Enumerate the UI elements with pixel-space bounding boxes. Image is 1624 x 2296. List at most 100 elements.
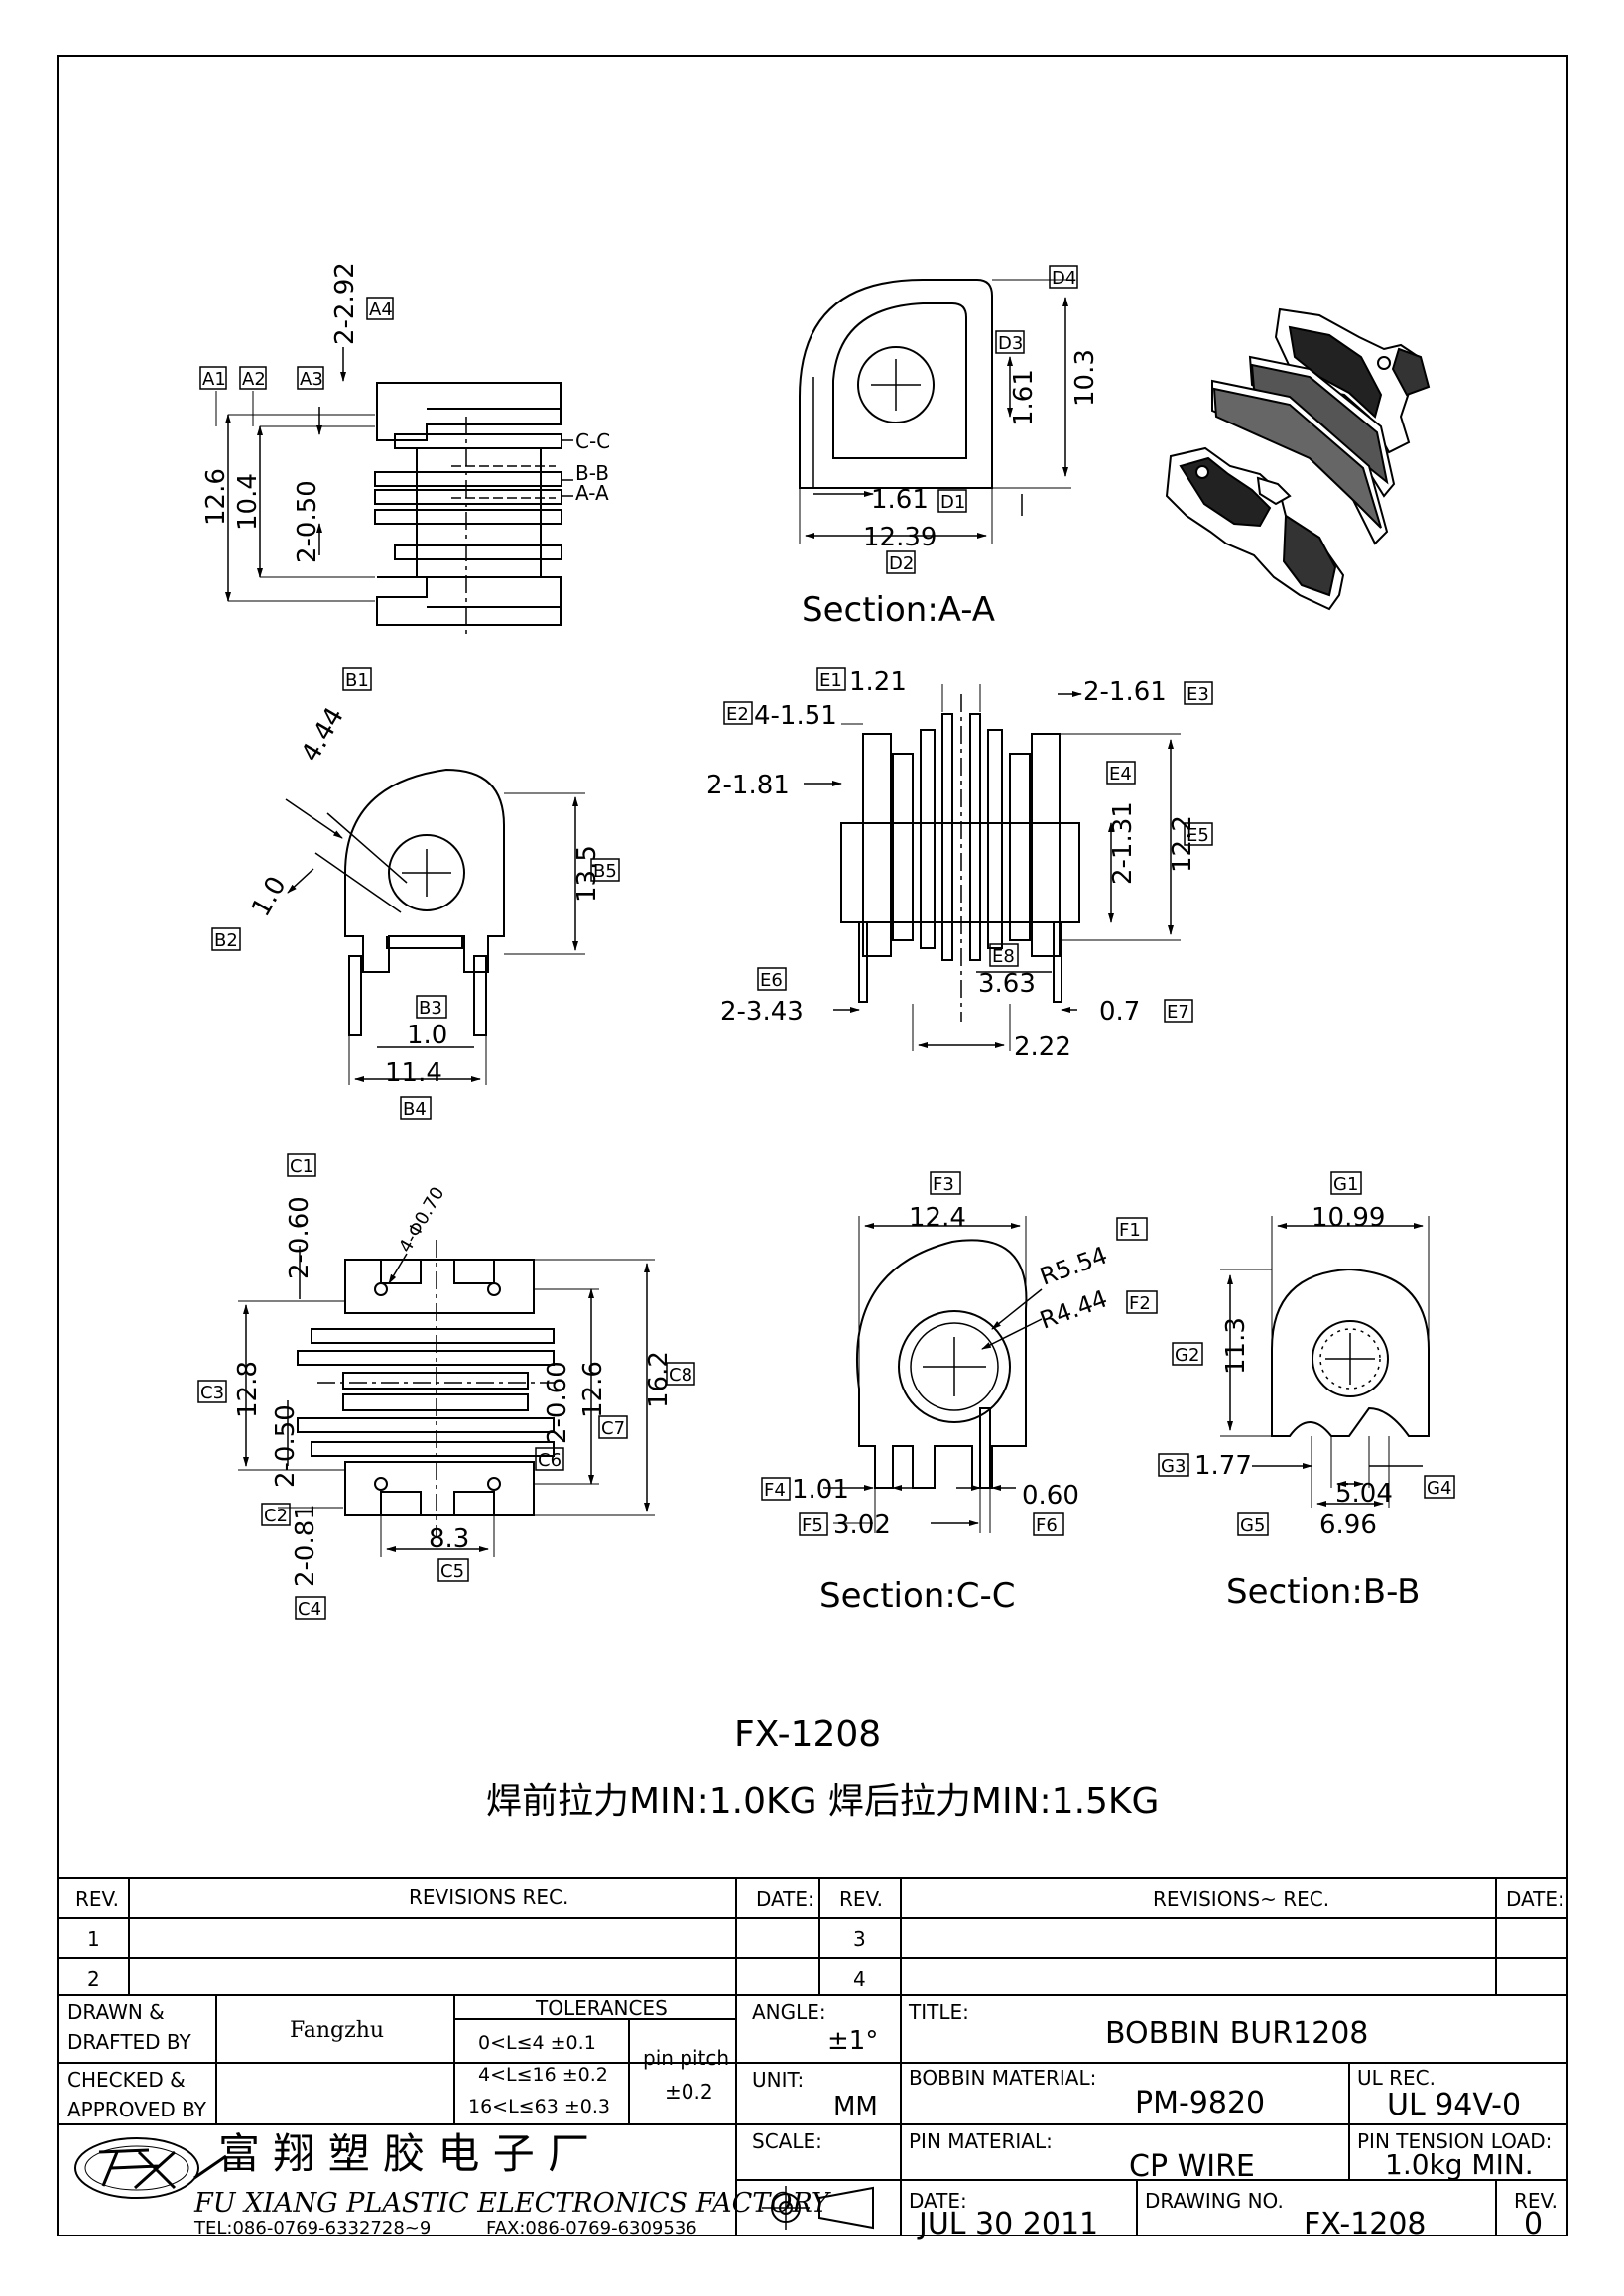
dim-b4: 11.4 xyxy=(385,1058,442,1088)
pin-tension-value: 1.0kg MIN. xyxy=(1385,2148,1534,2181)
label-C2: C2 xyxy=(264,1506,288,1526)
tol-row-1: 0<L≤4 ±0.1 xyxy=(478,2032,596,2054)
dim-e4: 2-1.31 xyxy=(1108,801,1138,885)
drawn-by: Fangzhu xyxy=(290,2018,384,2043)
dim-e6: 2-3.43 xyxy=(720,997,804,1027)
company-fax: FAX:086-0769-6309536 xyxy=(486,2218,697,2238)
label-D3: D3 xyxy=(998,333,1023,354)
dim-f4: 1.01 xyxy=(792,1475,849,1505)
dim-d4: 10.3 xyxy=(1070,349,1100,407)
dim-f2: R4.44 xyxy=(1036,1284,1110,1334)
label-B4: B4 xyxy=(403,1099,427,1120)
rev-row-1: 1 xyxy=(87,1927,100,1951)
section-aa-view xyxy=(799,279,1071,544)
date-label: DATE: xyxy=(909,2189,967,2213)
tolerances-label: TOLERANCES xyxy=(535,1996,668,2020)
company-name-en: FU XIANG PLASTIC ELECTRONICS FACTORY xyxy=(193,2188,831,2219)
title-value: BOBBIN BUR1208 xyxy=(1105,2016,1368,2051)
tol-row-2: 4<L≤16 ±0.2 xyxy=(478,2064,608,2086)
label-D2: D2 xyxy=(889,553,914,574)
rev-label: REV. xyxy=(1514,2189,1558,2213)
dim-b5: 13.5 xyxy=(572,845,602,903)
angle-value: ±1° xyxy=(827,2026,878,2056)
tol-row-3: 16<L≤63 ±0.3 xyxy=(468,2096,610,2117)
pin-pitch-value: ±0.2 xyxy=(665,2080,713,2104)
revisions-header: REVISIONS REC. xyxy=(409,1885,568,1909)
dim-e2b: 2-1.81 xyxy=(706,771,790,800)
section-mark-aa: A-A xyxy=(575,481,609,505)
dim-c8: 16.2 xyxy=(644,1351,674,1408)
pull-spec: 焊前拉力MIN:1.0KG 焊后拉力MIN:1.5KG xyxy=(486,1781,1159,1822)
drawn-label-1: DRAWN & xyxy=(67,2000,165,2024)
dim-hole: 4-Φ0.70 xyxy=(395,1183,448,1256)
rev-row-2: 2 xyxy=(87,1967,100,1991)
dim-b3: 1.0 xyxy=(407,1021,447,1050)
label-C1: C1 xyxy=(290,1156,313,1177)
dim-f6: 0.60 xyxy=(1022,1481,1079,1511)
label-G3: G3 xyxy=(1161,1456,1186,1477)
section-bb-view xyxy=(1220,1216,1430,1508)
dim-c5: 8.3 xyxy=(429,1524,469,1554)
dim-c2a: 2-0.50 xyxy=(271,1404,301,1488)
dim-c1: 2-0.60 xyxy=(285,1196,314,1279)
front-view-labels: A1 A2 A3 A4 2-2.92 12.6 10.4 2-0.50 C-C … xyxy=(199,262,610,563)
date-header: DATE: xyxy=(756,1887,814,1911)
pin-tension-label: PIN TENSION LOAD: xyxy=(1357,2129,1552,2153)
label-B1: B1 xyxy=(345,670,369,691)
date-header-2: DATE: xyxy=(1506,1887,1564,1911)
side-b-view xyxy=(285,768,585,1085)
dim-a3: 2-0.50 xyxy=(293,480,322,563)
dim-c7: 12.6 xyxy=(578,1361,608,1418)
label-F5: F5 xyxy=(802,1515,823,1536)
rev-value: 0 xyxy=(1524,2207,1543,2241)
label-A3: A3 xyxy=(300,369,323,390)
caption-section-cc: Section:C-C xyxy=(819,1576,1016,1616)
dim-d2: 12.39 xyxy=(863,523,937,552)
title-block-text: REV. REVISIONS REC. DATE: REV. REVISIONS… xyxy=(67,1885,1564,2241)
bottom-c-labels: C1 2-0.60 4-Φ0.70 C3 12.8 2-0.60 12.6 C7… xyxy=(197,1153,695,1620)
label-E2: E2 xyxy=(726,704,749,725)
dim-g5: 6.96 xyxy=(1319,1511,1377,1540)
dim-f5: 3.02 xyxy=(833,1511,891,1540)
drawing-no-value: FX-1208 xyxy=(1304,2207,1427,2241)
dim-e1: 1.21 xyxy=(849,667,907,697)
caption-section-aa: Section:A-A xyxy=(802,590,995,630)
dim-e5: 12.2 xyxy=(1168,815,1197,873)
dim-g2: 11.3 xyxy=(1221,1317,1251,1375)
side-b-labels: B1 4.44 1.0 B2 13.5 B5 B3 1.0 11.4 B4 xyxy=(211,667,620,1120)
isometric-view xyxy=(1165,307,1431,611)
label-B5: B5 xyxy=(593,861,617,882)
label-F3: F3 xyxy=(933,1174,954,1195)
label-F2: F2 xyxy=(1129,1293,1151,1314)
label-B3: B3 xyxy=(419,998,442,1019)
dim-c3: 12.8 xyxy=(233,1361,263,1418)
label-E3: E3 xyxy=(1187,684,1209,705)
dim-f3: 12.4 xyxy=(909,1203,966,1233)
checked-label-1: CHECKED & xyxy=(67,2068,186,2092)
checked-label-2: APPROVED BY xyxy=(67,2098,207,2121)
dim-g4: 5.04 xyxy=(1335,1479,1393,1509)
dim-g3: 1.77 xyxy=(1194,1451,1252,1481)
scale-label: SCALE: xyxy=(752,2129,822,2153)
rev-row-4: 4 xyxy=(853,1967,866,1991)
label-C7: C7 xyxy=(601,1418,625,1439)
section-bb-labels: G1 10.99 G2 11.3 G3 1.77 5.04 G4 G5 6.96… xyxy=(1158,1171,1455,1612)
dim-e8b: 2.22 xyxy=(1014,1032,1071,1062)
rev-row-3: 3 xyxy=(853,1927,866,1951)
label-D4: D4 xyxy=(1052,268,1076,289)
section-aa-labels: D4 D3 1.61 10.3 1.61 D1 12.39 D2 Section… xyxy=(802,265,1100,630)
company-tel: TEL:086-0769-6332728~9 xyxy=(193,2218,431,2238)
label-G1: G1 xyxy=(1333,1174,1358,1195)
sheet-border xyxy=(57,55,1568,2236)
dim-c7a: 2-0.60 xyxy=(543,1361,572,1444)
ul-label: UL REC. xyxy=(1357,2066,1436,2090)
revisions-header-2: REVISIONS~ REC. xyxy=(1153,1887,1329,1911)
rev-header-2: REV. xyxy=(839,1887,883,1911)
label-E7: E7 xyxy=(1167,1002,1189,1023)
label-E5: E5 xyxy=(1187,825,1209,846)
label-C8: C8 xyxy=(669,1365,692,1386)
section-mark-bb: B-B xyxy=(575,461,609,485)
label-E6: E6 xyxy=(760,970,783,991)
label-A1: A1 xyxy=(202,369,226,390)
